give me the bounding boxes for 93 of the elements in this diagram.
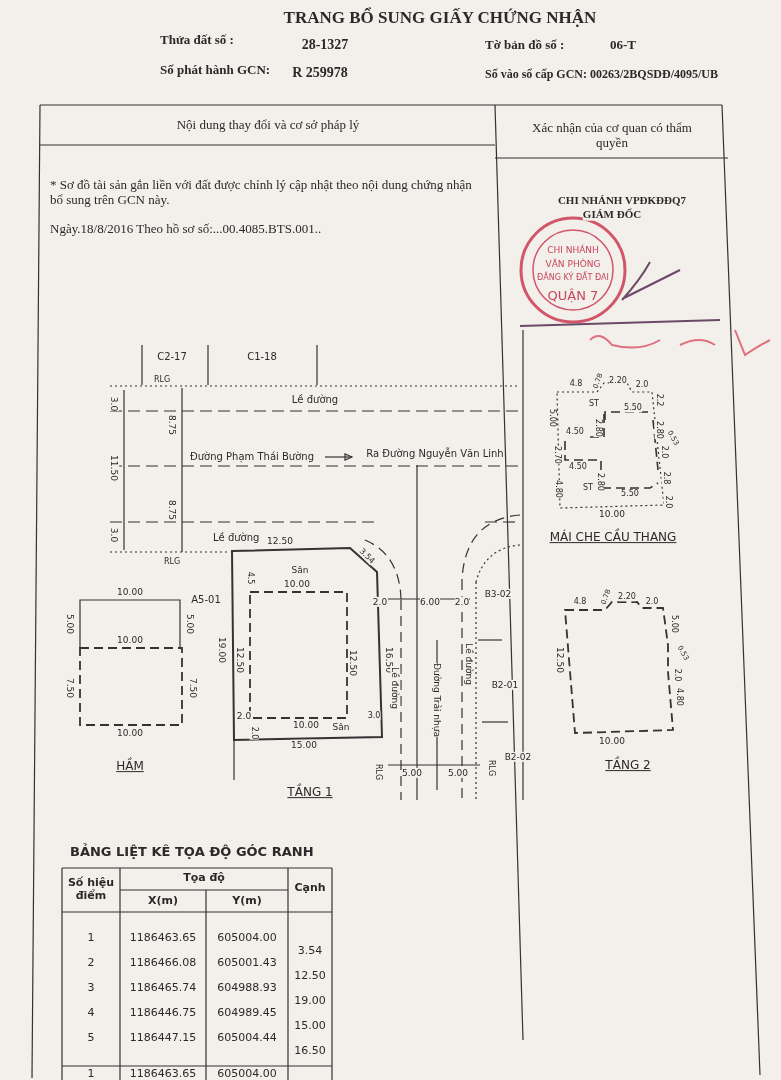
dimension-label: 2.2 xyxy=(654,393,664,407)
stamp-text: VĂN PHÒNG xyxy=(545,258,601,270)
dimension-label: 2.0 xyxy=(659,445,669,459)
dimension-label: 19.00 xyxy=(216,637,228,663)
street-name: Đường Phạm Thái Bường xyxy=(190,451,314,463)
dimension-label: 5.00 xyxy=(669,615,679,633)
dimension-label: 2.0 xyxy=(663,495,673,509)
table-header: X(m) xyxy=(148,894,178,908)
lot-number: A5-01 xyxy=(191,594,221,606)
stamp-text: CHI NHÁNH xyxy=(547,244,599,256)
table-cell: 1186463.65 xyxy=(129,1067,197,1080)
dimension-label: 5.00 xyxy=(402,767,422,779)
dimension-label: 10.00 xyxy=(117,634,143,646)
dimension-label: 5.50 xyxy=(621,489,639,499)
setback-label: RLG xyxy=(373,763,383,781)
table-cell: 605004.00 xyxy=(217,1067,277,1080)
room-label: ST xyxy=(583,483,593,493)
dimension-label: 8.75 xyxy=(166,500,178,520)
office-name: CHI NHÁNH VPĐKĐĐQ7 xyxy=(557,193,687,207)
dimension-label: 4.50 xyxy=(566,427,584,437)
setback-label: RLG xyxy=(153,375,171,385)
column-header: Nội dung thay đổi và cơ sở pháp lý xyxy=(176,117,360,133)
table-header: Cạnh xyxy=(294,881,326,895)
dimension-label: 3.0 xyxy=(108,527,120,543)
dimension-label: 5.00 xyxy=(547,409,557,427)
dimension-label: 3.0 xyxy=(108,396,120,412)
dimension-label: 7.50 xyxy=(64,678,76,698)
dimension-label: 10.00 xyxy=(117,727,143,739)
dimension-label: 5.00 xyxy=(64,614,76,634)
dimension-label: 2.0 xyxy=(635,380,649,390)
dimension-label: 2.0 xyxy=(372,596,388,608)
signer-title: GIÁM ĐỐC xyxy=(582,207,642,221)
dimension-label: 7.50 xyxy=(187,678,199,698)
dimension-label: 5.00 xyxy=(448,767,468,779)
dimension-label: 2.0 xyxy=(249,726,259,740)
setback-label: RLG xyxy=(486,759,496,777)
street-label: Lề đường xyxy=(213,532,260,544)
room-label: ST xyxy=(589,399,599,409)
table-header: Tọa độ xyxy=(183,871,225,885)
table-cell: 1 xyxy=(87,1067,95,1080)
street-name: Đường Trải nhựa xyxy=(431,663,443,737)
street-label: Lề đường xyxy=(463,643,475,685)
dimension-label: 12.50 xyxy=(234,647,246,673)
dimension-label: 2.0 xyxy=(236,710,252,722)
dimension-label: 4.8 xyxy=(573,597,587,607)
dimension-label: 4.8 xyxy=(569,379,583,389)
dimension-label: 3.0 xyxy=(367,711,381,721)
dimension-label: 5.00 xyxy=(184,614,196,634)
table-title: BẢNG LIỆT KÊ TỌA ĐỘ GÓC RANH xyxy=(70,844,314,860)
dimension-label: 12.50 xyxy=(554,647,566,673)
dimension-label: 2.0 xyxy=(645,597,659,607)
dimension-label: 2.80 xyxy=(593,419,603,437)
register-number: Số vào sổ cấp GCN: 00263/2BQSDĐ/4095/UB xyxy=(485,68,719,82)
dimension-label: 2.20 xyxy=(618,592,636,602)
area-label: Sân xyxy=(291,564,309,576)
stamp-text: ĐĂNG KÝ ĐẤT ĐAI xyxy=(537,273,609,283)
dimension-label: 12.50 xyxy=(267,535,293,547)
dimension-label: 2.70 xyxy=(552,446,562,464)
dimension-label: 4.5 xyxy=(245,571,255,585)
dimension-label: 4.80 xyxy=(674,688,684,706)
field-label: Số phát hành GCN: xyxy=(160,62,271,78)
dimension-label: 4.80 xyxy=(553,480,563,498)
street-name: Ra Đường Nguyễn Văn Linh xyxy=(366,448,504,460)
dimension-label: 15.00 xyxy=(291,739,317,751)
dimension-label: 10.00 xyxy=(599,508,625,520)
dimension-label: 2.20 xyxy=(609,376,627,386)
note-text: Ngày.18/8/2016 Theo hồ sơ số:...00.4085.BTS.001.. xyxy=(50,221,322,237)
lot-number: B2-02 xyxy=(504,751,532,763)
lot-number: C2-17 xyxy=(157,351,187,363)
dimension-label: 11.50 xyxy=(108,455,120,481)
lot-number: B3-02 xyxy=(484,588,512,600)
setback-label: RLG xyxy=(163,557,181,567)
dimension-label: 10.00 xyxy=(599,735,625,747)
dimension-label: 2.80 xyxy=(654,421,664,439)
dimension-label: 6.00 xyxy=(420,596,440,608)
dimension-label: 2.0 xyxy=(672,668,682,682)
dimension-label: 2.0 xyxy=(454,596,470,608)
dimension-label: 10.00 xyxy=(284,578,310,590)
table-header: Y(m) xyxy=(232,894,262,908)
dimension-label: 4.50 xyxy=(569,462,587,472)
dimension-label: 8.75 xyxy=(166,415,178,435)
lot-number: C1-18 xyxy=(247,351,277,363)
dimension-label: 2.8 xyxy=(661,471,671,485)
dimension-label: 2.80 xyxy=(595,473,605,491)
lot-number: B2-01 xyxy=(491,679,519,691)
dimension-label: 5.50 xyxy=(624,403,642,413)
dimension-label: 12.50 xyxy=(347,650,359,676)
dimension-label: 10.00 xyxy=(117,586,143,598)
page-title: TRANG BỔ SUNG GIẤY CHỨNG NHẬN xyxy=(283,8,597,28)
stamp-text: QUẬN 7 xyxy=(547,288,599,304)
street-label: Lề đường xyxy=(291,394,339,406)
dimension-label: 10.00 xyxy=(293,719,319,731)
area-label: Sân xyxy=(332,721,350,733)
